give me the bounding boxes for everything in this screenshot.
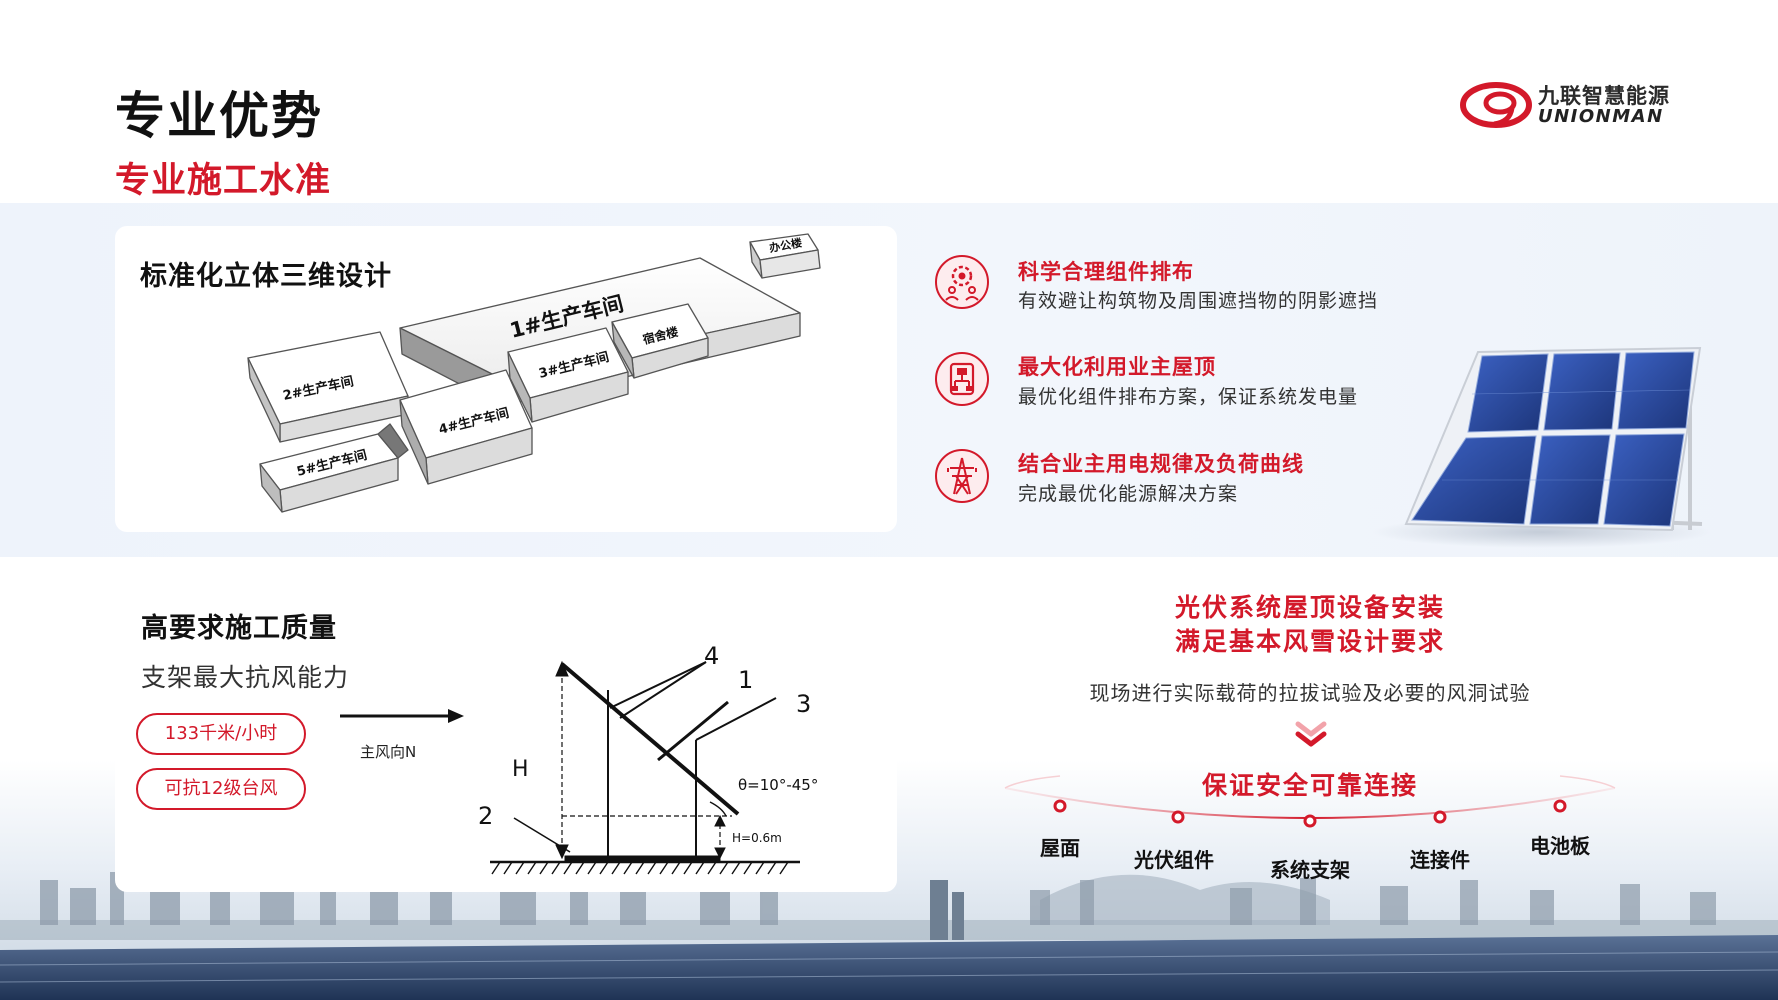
callout-2: 2 [478, 802, 493, 830]
install-heading-2: 满足基本风雪设计要求 [1174, 627, 1445, 656]
node-label-module: 光伏组件 [1134, 848, 1214, 872]
chevron-down-icon [1295, 721, 1327, 747]
wind-direction-arrow-icon [340, 709, 464, 723]
node-dot-module [1171, 810, 1185, 824]
solar-panel-illustration [1372, 346, 1712, 548]
quality-title: 高要求施工质量 [141, 613, 337, 644]
connection-arc [1004, 775, 1616, 828]
node-label-bracket: 系统支架 [1270, 858, 1350, 882]
design-3d-title: 标准化立体三维设计 [140, 261, 392, 292]
logo-name-cn: 九联智慧能源 [1538, 84, 1670, 108]
label-office: 办公楼 [768, 235, 803, 255]
layout-chart-icon [935, 352, 989, 406]
connect-heading: 保证安全可靠连接 [1201, 771, 1418, 800]
feature-desc-2: 最优化组件排布方案，保证系统发电量 [1018, 386, 1359, 408]
node-dot-bracket [1303, 814, 1317, 828]
wind-speed-pill: 133千米/小时 [136, 713, 306, 755]
node-label-panel: 电池板 [1530, 834, 1590, 858]
typhoon-level-pill: 可抗12级台风 [136, 768, 306, 810]
node-dot-roof [1053, 799, 1067, 813]
feature-desc-3: 完成最优化能源解决方案 [1018, 483, 1239, 505]
page-title: 专业优势 [115, 87, 323, 145]
height-label: H [512, 757, 529, 782]
feature-title-1: 科学合理组件排布 [1018, 260, 1194, 284]
power-tower-icon [935, 449, 989, 503]
factory-3d-model: 办公楼 1#生产车间 2#生产车间 5#生产车间 4#生产车间 3#生产车间 宿… [247, 233, 821, 513]
wind-direction-label: 主风向N [360, 743, 417, 761]
height-value-label: H=0.6m [732, 831, 782, 845]
feature-title-2: 最大化利用业主屋顶 [1018, 355, 1216, 379]
callout-3: 3 [796, 690, 811, 718]
node-label-roof: 屋面 [1040, 836, 1080, 860]
node-label-connector: 连接件 [1410, 848, 1470, 872]
gear-people-icon [935, 255, 989, 309]
feature-desc-1: 有效避让构筑物及周围遮挡物的阴影遮挡 [1018, 290, 1379, 312]
callout-4: 4 [704, 642, 719, 670]
install-heading-1: 光伏系统屋顶设备安装 [1174, 593, 1445, 622]
node-dot-connector [1433, 810, 1447, 824]
callout-1: 1 [738, 666, 753, 694]
tilt-angle-label: θ=10°-45° [738, 776, 818, 794]
bracket-diagram: H θ=10°-45° H=0.6m 1 2 3 4 [478, 642, 818, 875]
quality-card [115, 564, 897, 892]
feature-title-3: 结合业主用电规律及负荷曲线 [1018, 452, 1304, 476]
page-subtitle: 专业施工水准 [115, 161, 332, 201]
node-dot-panel [1553, 799, 1567, 813]
logo-mark-icon [1460, 82, 1532, 128]
logo-name-en: UNIONMAN [1538, 106, 1664, 127]
wind-capacity-label: 支架最大抗风能力 [141, 663, 350, 692]
install-desc: 现场进行实际载荷的拉拔试验及必要的风洞试验 [1089, 681, 1531, 705]
